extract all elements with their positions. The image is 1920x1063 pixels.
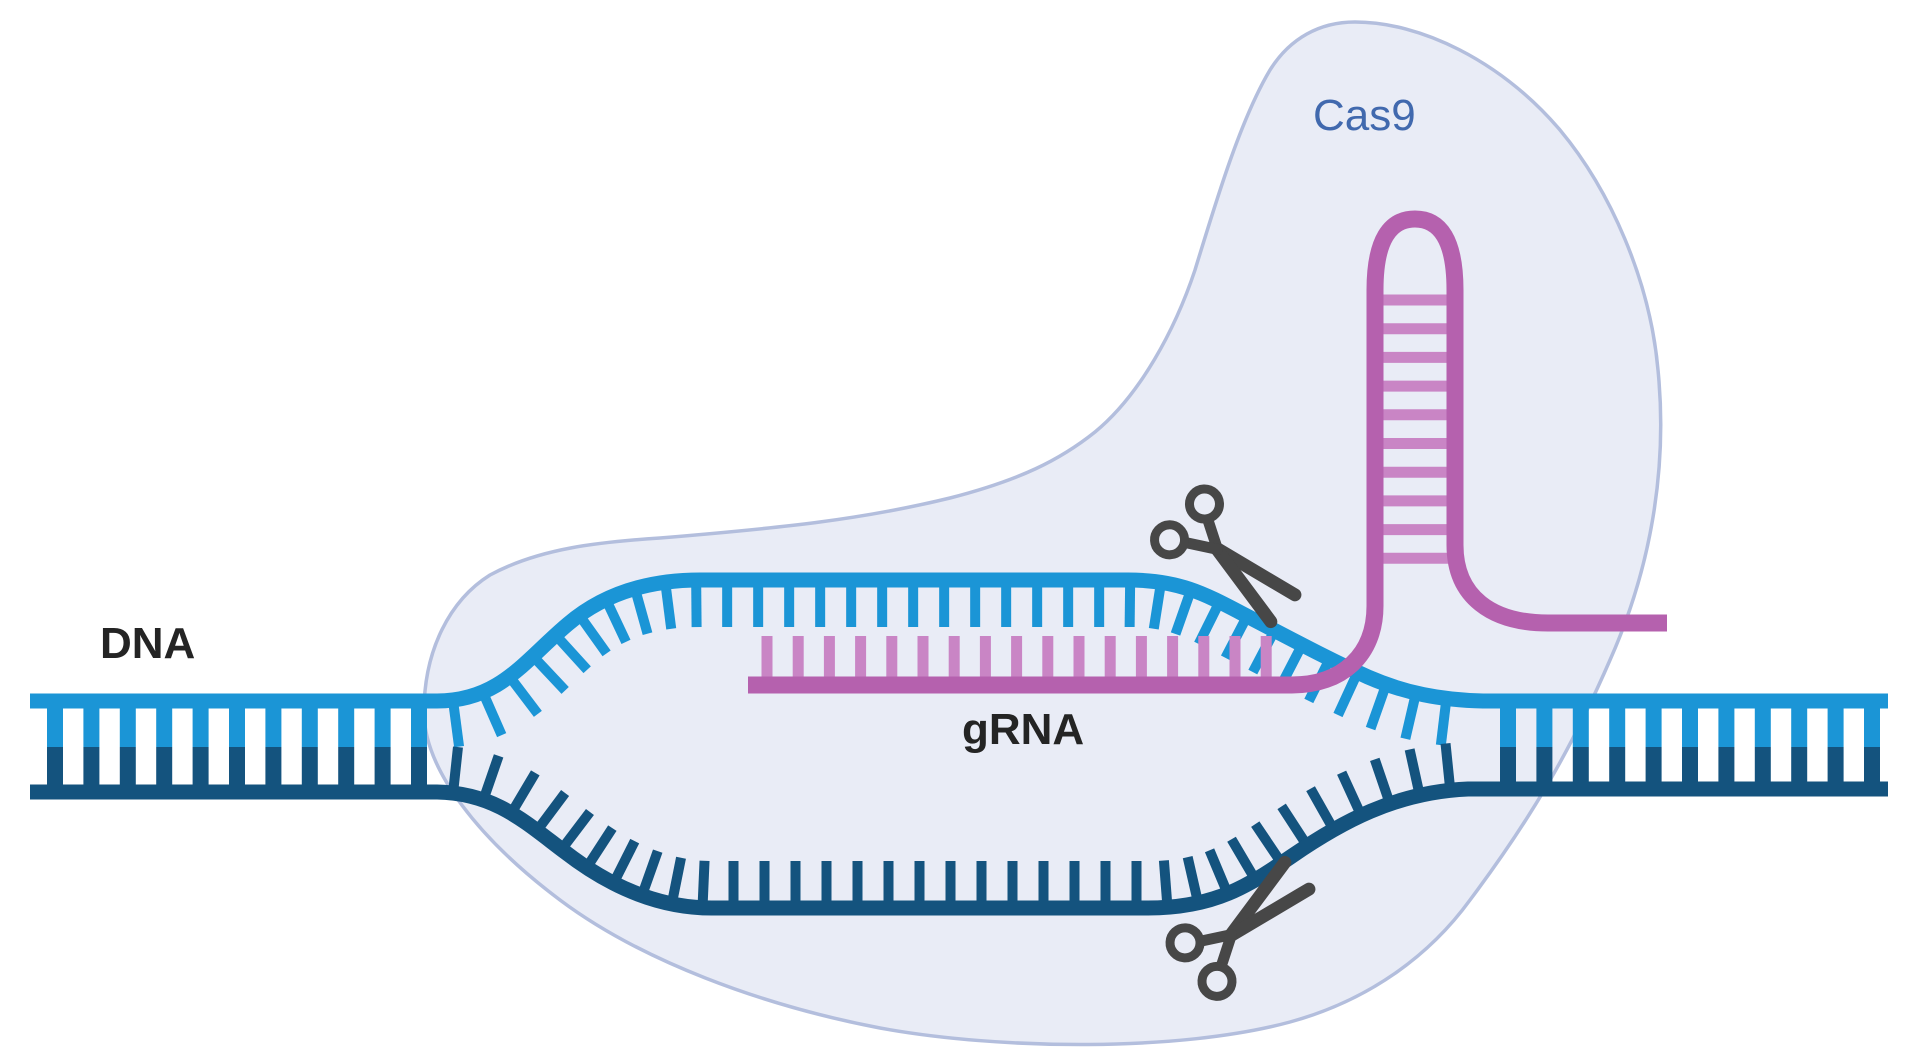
base-pair-tick — [631, 592, 653, 636]
dna-double-helix — [30, 572, 1888, 916]
base-pair-tick — [611, 838, 640, 880]
base-pair-tick — [510, 770, 540, 811]
base-pair-tick — [1333, 675, 1360, 718]
base-pair-tick — [1370, 757, 1393, 800]
base-pair-tick — [555, 636, 591, 674]
base-pair-tick — [1158, 860, 1173, 902]
dna-bottom-strand — [30, 781, 1888, 916]
base-pair-tick — [1440, 743, 1455, 785]
base-pair-tick — [1404, 748, 1424, 791]
base-pair-tick — [1400, 697, 1420, 740]
base-pair-tick — [1435, 703, 1451, 746]
base-pair-tick — [1170, 593, 1194, 636]
base-pair-tick — [603, 602, 631, 644]
base-pair-tick — [448, 746, 463, 789]
base-pair-tick — [1204, 848, 1230, 891]
base-pair-tick — [639, 849, 663, 892]
base-pair-tick — [1251, 821, 1283, 861]
base-pair-tick — [578, 617, 611, 657]
base-pair-tick — [561, 808, 594, 848]
base-pair-tick — [697, 860, 710, 902]
base-pair-tick — [1148, 587, 1166, 630]
dna-label: DNA — [100, 619, 195, 668]
base-pair-tick — [1306, 786, 1336, 827]
dna-top-strand — [30, 572, 1888, 709]
dna-ladder-rungs — [47, 704, 1880, 790]
base-pair-tick — [1182, 856, 1202, 899]
base-pair-tick — [585, 825, 617, 866]
base-pair-tick — [533, 657, 569, 694]
base-pair-tick — [1227, 836, 1257, 878]
grna-label: gRNA — [962, 705, 1084, 754]
base-pair-tick — [509, 678, 542, 717]
base-pair-tick — [480, 695, 507, 738]
base-pair-tick — [448, 705, 465, 748]
base-pair-tick — [1277, 803, 1309, 844]
base-pair-tick — [1337, 770, 1364, 813]
grna-base-ticks — [761, 636, 1272, 677]
base-pair-tick — [661, 587, 677, 630]
base-pair-tick — [536, 789, 570, 829]
cas9-label: Cas9 — [1313, 91, 1416, 140]
base-pair-tick — [480, 754, 504, 797]
base-pair-tick — [1365, 688, 1389, 731]
grna-strand — [748, 210, 1667, 694]
base-pair-tick — [668, 856, 686, 899]
